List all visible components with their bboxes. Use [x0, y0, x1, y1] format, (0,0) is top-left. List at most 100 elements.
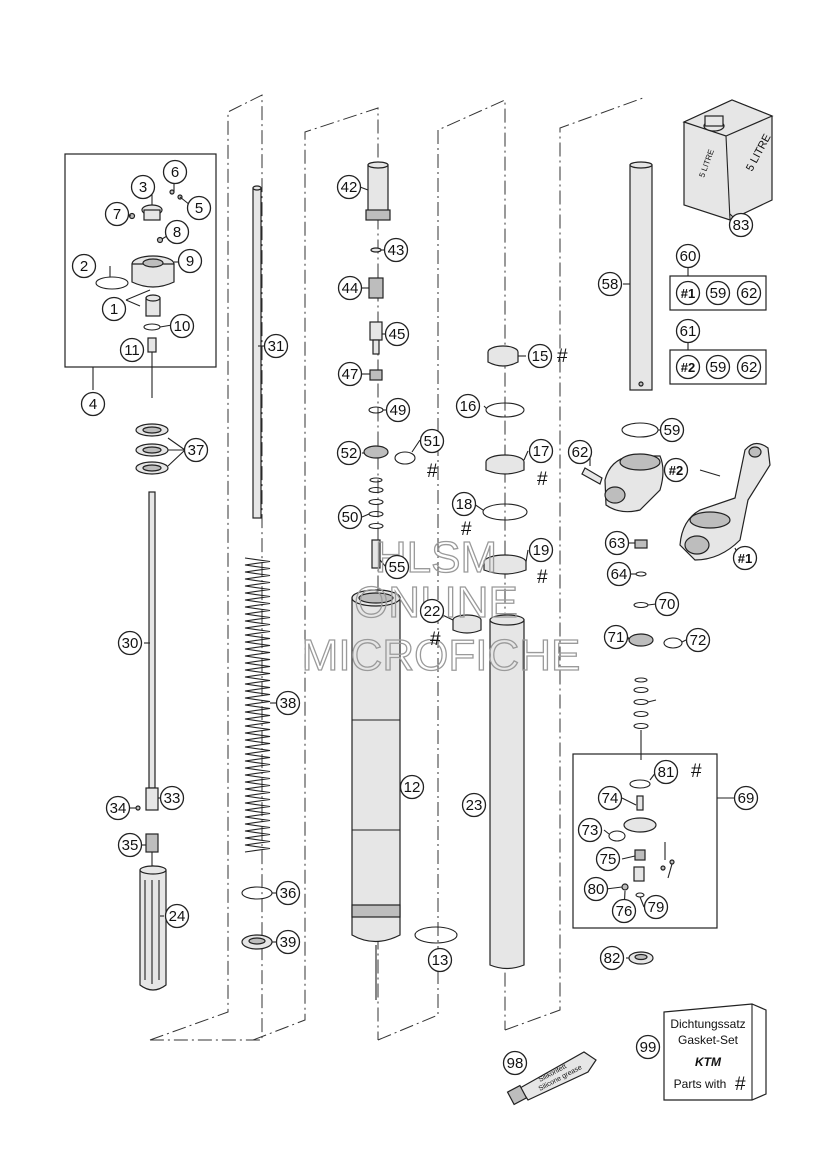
callout-38: 38 — [275, 690, 301, 716]
callout-label: 63 — [609, 535, 626, 552]
callout-99: 99 — [635, 1034, 661, 1060]
callout-label: 18 — [456, 496, 473, 513]
callouts: 1234567891011121315161718192223243031333… — [71, 159, 759, 1076]
oil-can: 5 LITRE 5 LITRE — [682, 99, 774, 221]
callout-label: 55 — [389, 559, 406, 576]
assembly-outlines — [149, 94, 644, 1041]
callout-37: 37 — [183, 437, 209, 463]
callout-label: 17 — [533, 443, 550, 460]
svg-text:62: 62 — [741, 359, 758, 376]
callout-label: 10 — [174, 318, 191, 335]
callout-label: 35 — [122, 837, 139, 854]
callout-label: 82 — [604, 950, 621, 967]
callout-label: 33 — [164, 790, 181, 807]
callout-label: 16 — [460, 398, 477, 415]
callout-22: 22 — [419, 598, 445, 624]
callout-label: 59 — [664, 422, 681, 439]
callout-52: 52 — [336, 440, 362, 466]
gasket-hash: # — [735, 1074, 746, 1095]
callout-label: 50 — [342, 509, 359, 526]
kit2-part62: 62 — [736, 354, 762, 380]
callout-label: 73 — [582, 822, 599, 839]
callout-label: 45 — [389, 326, 406, 343]
gasket-set-box: Dichtungssatz Gasket-Set KTM Parts with … — [663, 1003, 767, 1101]
svg-text:62: 62 — [741, 285, 758, 302]
callout-label: 44 — [342, 280, 359, 297]
callout-83: 83 — [728, 212, 754, 238]
kit1-callout: #1 — [675, 280, 701, 306]
callout-11: 11 — [119, 337, 145, 363]
kit2-part59: 59 — [705, 354, 731, 380]
hash-marker: # — [461, 519, 472, 540]
callout-82: 82 — [599, 945, 625, 971]
callout-label: 13 — [432, 952, 449, 969]
hash-marker: # — [691, 761, 702, 782]
callout-5: 5 — [186, 195, 212, 221]
callout-label: 37 — [188, 442, 205, 459]
svg-text:#1: #1 — [738, 551, 752, 566]
callout-label: 7 — [113, 206, 121, 223]
callout-61: 61 — [675, 318, 701, 344]
callout-label: 3 — [139, 179, 147, 196]
svg-text:#2: #2 — [669, 463, 683, 478]
watermark-line3: MICROFICHE — [302, 631, 581, 680]
callout-label: 39 — [280, 934, 297, 951]
callout-label: 47 — [342, 366, 359, 383]
callout-72: 72 — [685, 627, 711, 653]
callout-label: 75 — [600, 851, 617, 868]
callout-label: 58 — [602, 276, 619, 293]
callout-label: 98 — [507, 1055, 524, 1072]
callout-label: 9 — [186, 253, 194, 270]
callout-label: 36 — [280, 885, 297, 902]
callout-17: 17 — [528, 438, 554, 464]
svg-text:#2: #2 — [681, 360, 695, 375]
damper-rod — [135, 491, 167, 991]
callout-label: 30 — [122, 635, 139, 652]
callout-label: 79 — [648, 899, 665, 916]
callout-49: 49 — [385, 397, 411, 423]
cartridge-column — [351, 161, 416, 1000]
callout-60: 60 — [675, 243, 701, 269]
kit1-part59: 59 — [705, 280, 731, 306]
callout-70: 70 — [654, 591, 680, 617]
gasket-line2: Gasket-Set — [678, 1033, 739, 1047]
callout-label: 81 — [658, 764, 675, 781]
svg-text:59: 59 — [710, 359, 727, 376]
callout-42: 42 — [336, 174, 362, 200]
callout-64: 64 — [606, 561, 632, 587]
callout-62: 62 — [567, 439, 593, 465]
hash-marker: # — [427, 461, 438, 482]
callout-45: 45 — [384, 321, 410, 347]
callout-10: 10 — [169, 313, 195, 339]
callout-7: 7 — [104, 201, 130, 227]
callout-label: 71 — [608, 629, 625, 646]
callout-34: 34 — [105, 795, 131, 821]
callout-71: 71 — [603, 624, 629, 650]
callout-label: 11 — [124, 342, 140, 359]
callout-44: 44 — [337, 275, 363, 301]
ktm-logo: KTM — [695, 1055, 722, 1069]
callout-8: 8 — [164, 219, 190, 245]
callout-label: 5 — [195, 200, 203, 217]
callout-35: 35 — [117, 832, 143, 858]
callout-label: 2 — [80, 258, 88, 275]
callout-23: 23 — [461, 792, 487, 818]
callout-63: 63 — [604, 530, 630, 556]
callout-69: 69 — [733, 785, 759, 811]
callout-label: 61 — [680, 323, 697, 340]
callout-label: 83 — [733, 217, 750, 234]
clamp2-label: #2 — [663, 457, 689, 483]
callout-33: 33 — [159, 785, 185, 811]
callout-79: 79 — [643, 894, 669, 920]
callout-label: 12 — [404, 779, 421, 796]
callout-58: 58 — [597, 271, 623, 297]
callout-label: 60 — [680, 248, 697, 265]
callout-24: 24 — [164, 903, 190, 929]
kit2-callout: #2 — [675, 354, 701, 380]
callout-label: 1 — [110, 301, 118, 318]
callout-80: 80 — [583, 876, 609, 902]
kit-boxes — [669, 268, 767, 385]
callout-39: 39 — [275, 929, 301, 955]
